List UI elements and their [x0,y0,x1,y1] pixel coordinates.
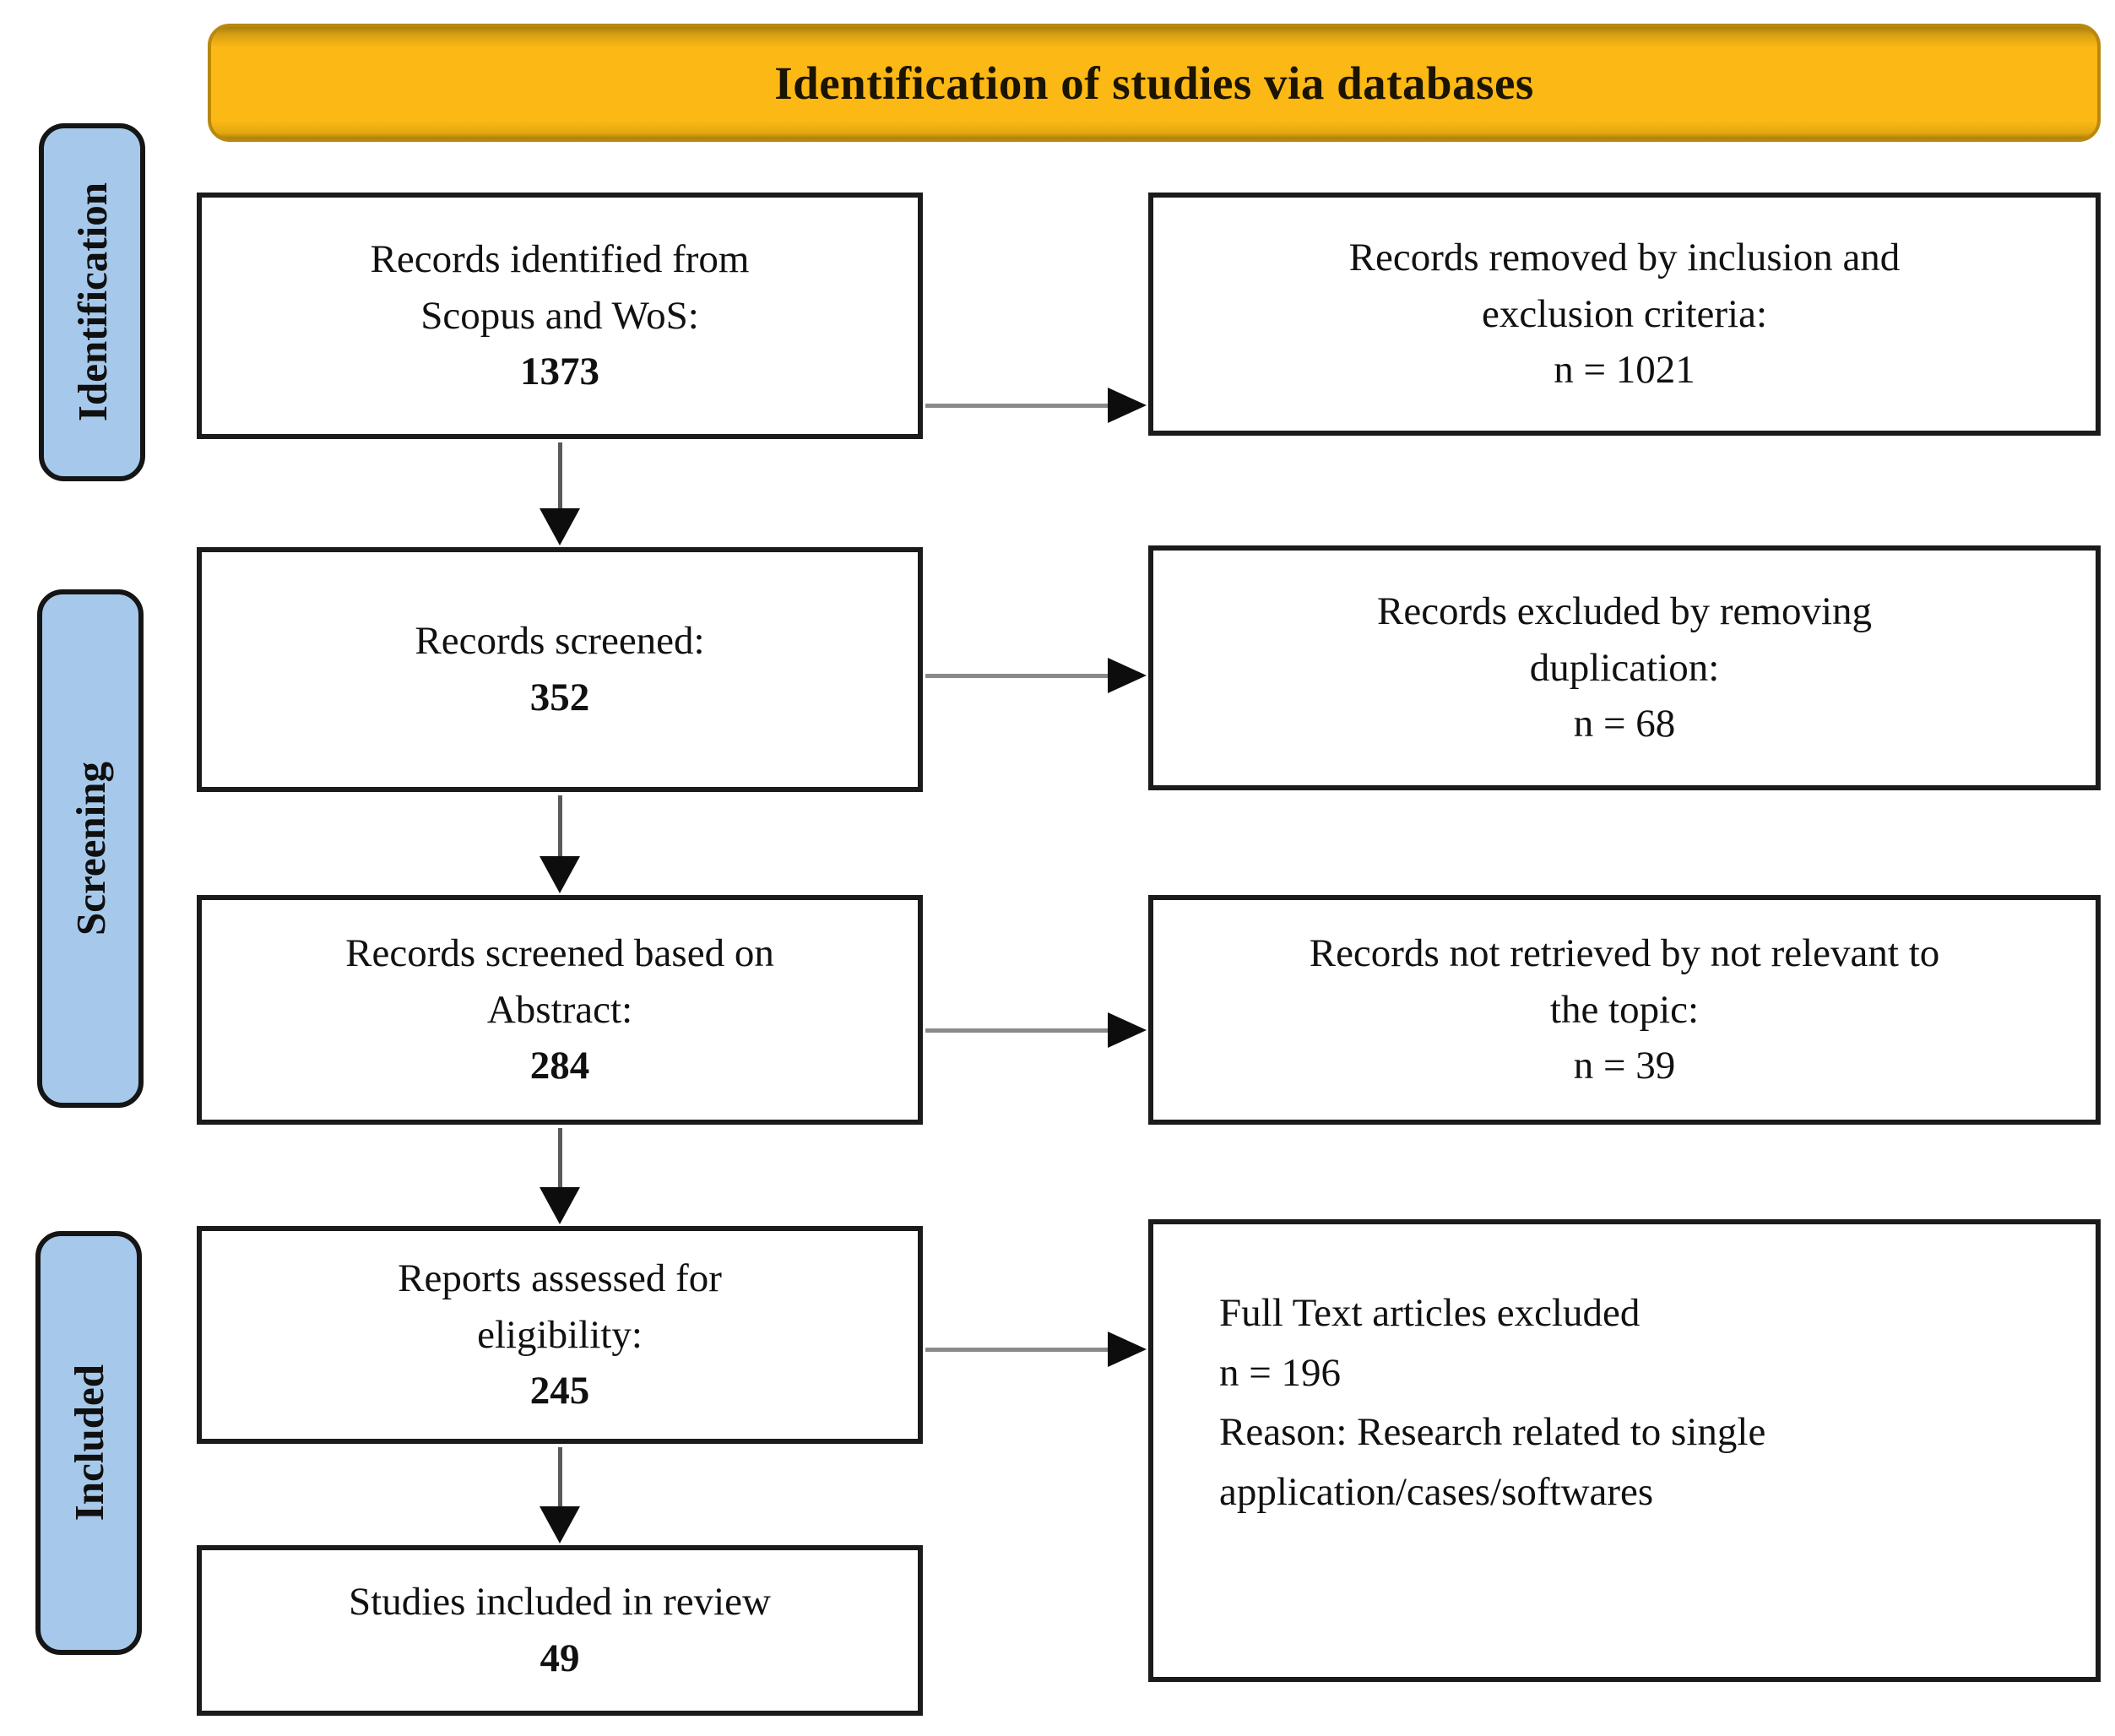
flow-box-reports-assessed: Reports assessed for eligibility: 245 [197,1226,923,1444]
exclusion-box-line: n = 196 [1219,1350,1342,1395]
flow-box-line: Records identified from [370,236,750,281]
arrow-down-screened-to-abstract [540,795,580,893]
arrowhead-right-icon [1108,388,1147,423]
exclusion-box-full-text: Full Text articles excluded n = 196 Reas… [1148,1219,2101,1682]
flow-box-line: Scopus and WoS: [420,293,699,338]
exclusion-box-count: n = 68 [1573,702,1676,746]
arrowhead-down-icon [540,1506,580,1543]
flow-box-count: 245 [529,1369,590,1413]
exclusion-box-line: Full Text articles excluded [1219,1291,1640,1335]
flow-box-count: 284 [529,1044,590,1088]
stage-screening-label: Screening [67,762,114,936]
flow-box-line: Records screened: [415,619,705,664]
arrow-shaft [558,795,562,860]
flow-box-line: Abstract: [486,987,633,1032]
arrowhead-down-icon [540,1187,580,1224]
exclusion-box-line: duplication: [1529,645,1720,690]
exclusion-box-criteria: Records removed by inclusion and exclusi… [1148,193,2101,436]
arrow-right-eligibility-to-fulltext [925,1332,1147,1367]
arrowhead-down-icon [540,508,580,545]
arrow-down-eligibility-to-included [540,1447,580,1543]
flow-box-count: 1373 [520,350,599,394]
exclusion-box-count: n = 1021 [1554,348,1695,393]
flow-box-line: Records screened based on [345,930,774,975]
banner: Identification of studies via databases [208,24,2101,142]
exclusion-box-count: n = 39 [1573,1044,1676,1088]
arrow-shaft [558,1447,562,1510]
flow-box-line: eligibility: [477,1312,643,1357]
arrowhead-right-icon [1108,1012,1147,1048]
arrowhead-right-icon [1108,658,1147,693]
stage-included: Included [35,1231,142,1655]
flow-box-line: Studies included in review [349,1580,771,1625]
stage-identification: Identification [39,123,145,481]
flow-box-abstract-screened: Records screened based on Abstract: 284 [197,895,923,1125]
exclusion-box-not-retrieved: Records not retrieved by not relevant to… [1148,895,2101,1125]
arrow-shaft [925,1348,1109,1352]
exclusion-box-line: Reason: Research related to single [1219,1410,1766,1454]
arrow-shaft [558,442,562,512]
exclusion-box-line: Records removed by inclusion and [1348,235,1901,279]
stage-included-label: Included [65,1364,112,1522]
stage-screening: Screening [37,589,144,1108]
flow-box-studies-included: Studies included in review 49 [197,1545,923,1716]
arrowhead-right-icon [1108,1332,1147,1367]
arrow-shaft [925,674,1109,678]
arrow-right-identified-to-criteria [925,388,1147,423]
flow-box-records-screened: Records screened: 352 [197,547,923,792]
flow-box-count: 352 [529,675,590,719]
banner-title: Identification of studies via databases [774,57,1534,109]
exclusion-box-line: exclusion criteria: [1482,291,1767,336]
stage-identification-label: Identification [68,182,116,422]
exclusion-box-line: application/cases/softwares [1219,1469,1654,1514]
arrow-down-identified-to-screened [540,442,580,545]
arrow-right-screened-to-duplicates [925,658,1147,693]
arrow-shaft [925,1028,1109,1033]
exclusion-box-duplicates: Records excluded by removing duplication… [1148,545,2101,790]
arrow-shaft [558,1128,562,1191]
exclusion-box-line: Records not retrieved by not relevant to [1309,930,1940,975]
arrow-down-abstract-to-eligibility [540,1128,580,1224]
arrow-right-abstract-to-notretrieved [925,1012,1147,1048]
flow-box-records-identified: Records identified from Scopus and WoS: … [197,193,923,439]
flow-box-count: 49 [540,1636,580,1680]
arrowhead-down-icon [540,856,580,893]
exclusion-box-line: Records excluded by removing [1376,589,1873,633]
arrow-shaft [925,404,1109,408]
flow-box-line: Reports assessed for [398,1256,722,1300]
exclusion-box-line: the topic: [1549,987,1700,1032]
